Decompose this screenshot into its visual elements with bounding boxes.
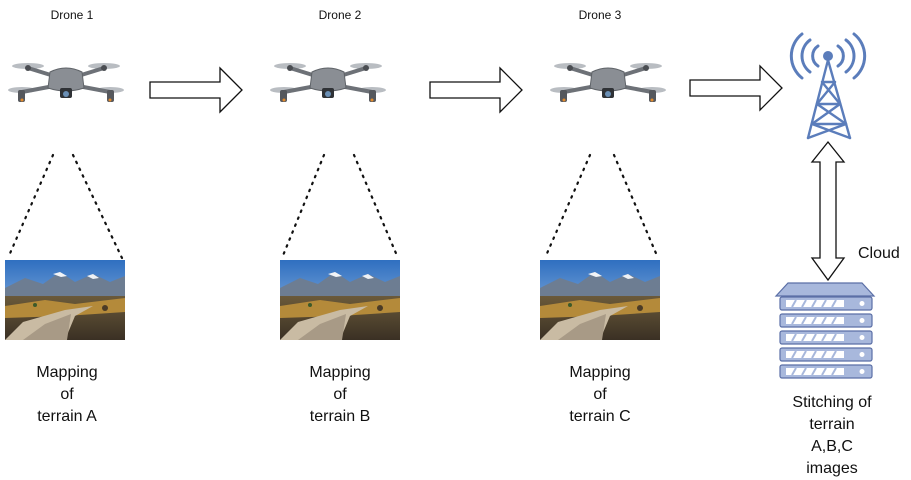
mapping-a-caption: Mapping of terrain A (7, 362, 127, 428)
drone-2-label: Drone 2 (318, 8, 362, 22)
drone-1-icon (6, 61, 126, 104)
drone-1-label: Drone 1 (50, 8, 94, 22)
fov-line-c-left (543, 153, 592, 260)
drone-2-icon (268, 61, 388, 104)
stitching-line-3: A,B,C (811, 438, 853, 455)
cell-tower-icon (789, 32, 867, 140)
arrow-drone3-to-tower (689, 65, 783, 111)
mapping-b-caption: Mapping of terrain B (280, 362, 400, 428)
fov-line-c-right (612, 153, 660, 260)
cloud-label: Cloud (858, 245, 900, 262)
terrain-b-image (280, 260, 400, 340)
mapping-b-line-3: terrain B (309, 408, 371, 425)
mapping-c-line-2: of (593, 386, 607, 403)
tower-server-double-arrow (810, 140, 846, 282)
stitching-line-1: Stitching of (792, 394, 872, 411)
server-stack-icon (774, 282, 876, 379)
mapping-c-caption: Mapping of terrain C (540, 362, 660, 428)
mapping-a-line-3: terrain A (37, 408, 97, 425)
drone-3-label: Drone 3 (578, 8, 622, 22)
mapping-c-line-1: Mapping (569, 364, 631, 381)
fov-line-b-left (280, 153, 326, 260)
terrain-a-image (5, 260, 125, 340)
mapping-c-line-3: terrain C (569, 408, 631, 425)
mapping-a-line-2: of (60, 386, 74, 403)
mapping-b-line-2: of (333, 386, 347, 403)
stitching-caption: Stitching of terrain A,B,C images (767, 392, 897, 480)
fov-line-b-right (352, 153, 400, 260)
drone-3-icon (548, 61, 668, 104)
mapping-a-line-1: Mapping (36, 364, 98, 381)
stitching-line-4: images (806, 460, 858, 477)
arrow-drone2-to-drone3 (429, 67, 523, 113)
terrain-c-image (540, 260, 660, 340)
fov-line-a-left (6, 153, 55, 260)
mapping-b-line-1: Mapping (309, 364, 371, 381)
fov-line-a-right (71, 153, 124, 260)
arrow-drone1-to-drone2 (149, 67, 243, 113)
stitching-line-2: terrain (809, 416, 855, 433)
